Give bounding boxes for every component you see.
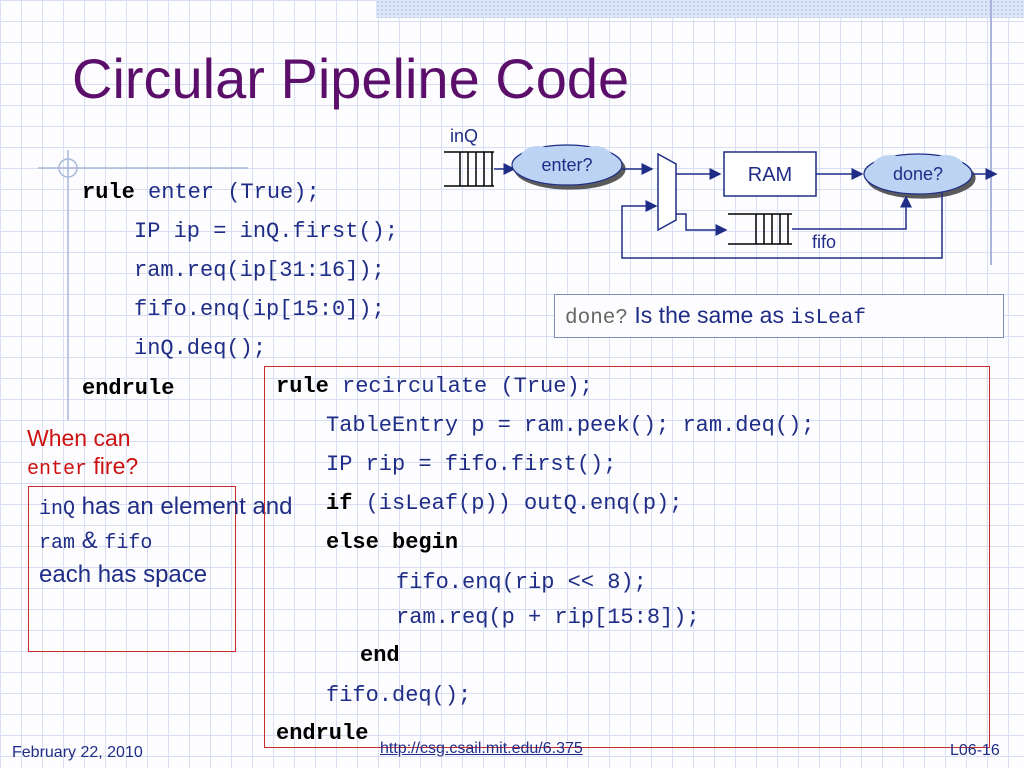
note-text: Is the same as xyxy=(628,302,791,328)
keyword-end: end xyxy=(360,643,400,668)
code-line: IP rip = fifo.first(); xyxy=(326,452,617,477)
note-box: done? Is the same as isLeaf xyxy=(554,294,1004,338)
keyword-rule: rule xyxy=(276,374,329,399)
keyword-rule: rule xyxy=(82,180,135,205)
ram-box xyxy=(723,151,817,197)
code-line-end: end xyxy=(360,643,400,668)
keyword-endrule: endrule xyxy=(82,376,175,401)
footer-page-number: L06-16 xyxy=(950,742,1000,759)
recirc-rule-end: endrule xyxy=(276,721,368,746)
decorative-top-band xyxy=(376,0,1024,18)
code-line: ram.req(ip[31:16]); xyxy=(134,258,385,283)
inq-fifo xyxy=(444,151,494,187)
answer-code-ram: ram xyxy=(39,532,76,555)
code-line: ram.req(p + rip[15:8]); xyxy=(396,605,700,630)
answer-text3: each has space xyxy=(39,561,208,588)
footer-url-link[interactable]: http://csg.csail.mit.edu/6.375 xyxy=(380,740,583,757)
answer-text1: has an element and xyxy=(75,493,293,520)
code-line: inQ.deq(); xyxy=(134,336,267,361)
done-label: done? xyxy=(893,164,943,184)
question-line1: When can xyxy=(27,425,131,451)
footer-date: February 22, 2010 xyxy=(12,744,143,761)
internal-fifo xyxy=(728,213,792,245)
code-line-else: else begin xyxy=(326,530,458,555)
decorative-crosshair xyxy=(38,150,248,420)
enter-cloud xyxy=(511,144,623,186)
recirc-rule-head: rule recirculate (True); xyxy=(276,374,593,399)
code-line: fifo.enq(ip[15:0]); xyxy=(134,297,385,322)
question-line2: fire? xyxy=(87,453,139,479)
note-code-done: done? xyxy=(565,307,629,330)
enter-label: enter? xyxy=(541,155,592,175)
recirculate-rule-box xyxy=(264,366,990,748)
inq-label: inQ xyxy=(450,126,478,146)
answer-code-fifo: fifo xyxy=(104,532,153,555)
rule-head-text: enter (True); xyxy=(134,180,320,205)
code-line: fifo.deq(); xyxy=(326,683,472,708)
question-text: When can enter fire? xyxy=(27,424,138,484)
slide-title: Circular Pipeline Code xyxy=(72,47,630,110)
code-line: TableEntry p = ram.peek(); ram.deq(); xyxy=(326,413,815,438)
pipeline-diagram: inQ enter? RAM done? xyxy=(444,126,998,259)
enter-rule-end: endrule xyxy=(82,376,174,401)
if-rest-text: (isLeaf(p)) outQ.enq(p); xyxy=(352,491,683,516)
answer-text2: & xyxy=(75,527,105,554)
decorative-vertical-line xyxy=(990,0,992,265)
mux-shape xyxy=(657,152,677,232)
enter-rule-head: rule enter (True); xyxy=(82,180,320,205)
question-code-enter: enter xyxy=(27,458,88,481)
keyword-if: if xyxy=(326,491,353,516)
keyword-else-begin: else begin xyxy=(326,530,459,555)
rule-head-text: recirculate (True); xyxy=(328,374,593,399)
answer-code-inq: inQ xyxy=(39,498,76,521)
keyword-endrule: endrule xyxy=(276,721,369,746)
note-code-isleaf: isLeaf xyxy=(790,307,866,330)
done-cloud xyxy=(863,153,973,195)
answer-box: inQ has an element and ram & fifo each h… xyxy=(28,486,293,652)
code-line: fifo.enq(rip << 8); xyxy=(396,570,647,595)
code-line-if: if (isLeaf(p)) outQ.enq(p); xyxy=(326,491,682,516)
ram-label: RAM xyxy=(748,164,792,186)
code-line: IP ip = inQ.first(); xyxy=(134,219,399,244)
fifo-label: fifo xyxy=(812,232,836,252)
